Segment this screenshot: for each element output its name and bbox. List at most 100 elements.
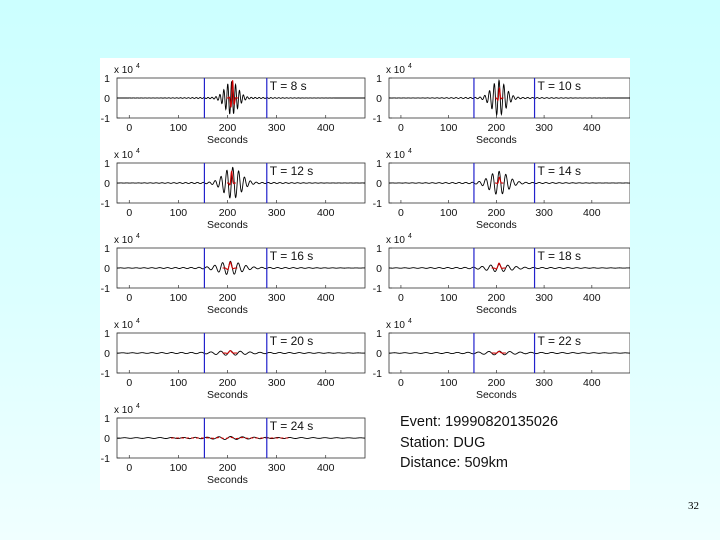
filtered-trace-line [226, 80, 239, 108]
x-axis-label: Seconds [476, 304, 517, 316]
y-scale-label: x 10 [386, 65, 405, 76]
subplot-title: T = 20 s [270, 334, 313, 348]
y-tick-label: 0 [376, 178, 382, 190]
trace-line [116, 436, 366, 440]
y-tick-label: -1 [373, 198, 382, 210]
title-background [535, 334, 594, 348]
subplot-title: T = 22 s [538, 334, 581, 348]
y-scale-label: x 10 [114, 150, 133, 161]
title-background [267, 249, 327, 263]
x-tick-label: 100 [170, 292, 188, 304]
x-tick-label: 100 [440, 122, 458, 134]
y-tick-label: -1 [101, 283, 110, 295]
x-tick-label: 400 [583, 292, 601, 304]
x-axis-label: Seconds [476, 134, 517, 146]
y-scale-label: x 10 [386, 235, 405, 246]
event-label: Event: 19990820135026 [400, 414, 559, 430]
y-scale-exponent: 4 [408, 233, 412, 240]
x-tick-label: 300 [268, 377, 286, 389]
x-tick-label: 400 [583, 377, 601, 389]
y-tick-label: 0 [104, 263, 110, 275]
x-tick-label: 0 [398, 377, 404, 389]
title-background [535, 164, 594, 178]
x-tick-label: 0 [398, 207, 404, 219]
x-tick-label: 400 [317, 377, 335, 389]
filtered-trace-line [222, 350, 238, 354]
x-tick-label: 100 [170, 122, 188, 134]
station-label: Station: DUG [400, 435, 486, 451]
x-axis-label: Seconds [476, 389, 517, 401]
y-scale-exponent: 4 [136, 233, 140, 240]
x-axis-label: Seconds [476, 219, 517, 231]
trace-line [116, 260, 366, 275]
filtered-trace-line [171, 436, 289, 440]
filtered-trace-line [227, 169, 236, 186]
title-background [267, 164, 327, 178]
x-tick-label: 400 [317, 462, 335, 474]
y-tick-label: -1 [373, 113, 382, 125]
y-scale-label: x 10 [386, 320, 405, 331]
x-tick-label: 300 [268, 462, 286, 474]
y-tick-label: 1 [376, 328, 382, 340]
subplot-title: T = 18 s [538, 249, 581, 263]
trace-line [388, 350, 630, 356]
x-tick-label: 0 [126, 377, 132, 389]
x-tick-label: 200 [488, 292, 506, 304]
x-tick-label: 200 [488, 122, 506, 134]
x-tick-label: 100 [170, 377, 188, 389]
x-tick-label: 0 [398, 122, 404, 134]
y-scale-label: x 10 [386, 150, 405, 161]
x-tick-label: 100 [440, 377, 458, 389]
x-tick-label: 400 [317, 292, 335, 304]
x-tick-label: 200 [219, 292, 237, 304]
x-tick-label: 400 [317, 122, 335, 134]
x-tick-label: 200 [219, 207, 237, 219]
title-background [267, 419, 327, 433]
trace-line [389, 170, 630, 195]
slide-number: 32 [688, 500, 699, 512]
subplot-title: T = 14 s [538, 164, 581, 178]
trace-line [388, 263, 630, 272]
x-tick-label: 100 [440, 292, 458, 304]
y-scale-exponent: 4 [136, 318, 140, 325]
y-scale-label: x 10 [114, 65, 133, 76]
y-scale-label: x 10 [114, 320, 133, 331]
x-tick-label: 0 [126, 207, 132, 219]
x-tick-label: 300 [268, 292, 286, 304]
y-scale-exponent: 4 [136, 403, 140, 410]
x-tick-label: 200 [219, 377, 237, 389]
x-tick-label: 300 [535, 207, 553, 219]
y-tick-label: 1 [104, 328, 110, 340]
y-tick-label: 0 [104, 93, 110, 105]
x-tick-label: 300 [535, 377, 553, 389]
y-scale-exponent: 4 [408, 63, 412, 70]
y-scale-label: x 10 [114, 235, 133, 246]
x-tick-label: 300 [535, 292, 553, 304]
subplot-title: T = 16 s [270, 249, 313, 263]
x-tick-label: 0 [126, 122, 132, 134]
x-tick-label: 200 [488, 207, 506, 219]
y-tick-label: 1 [104, 158, 110, 170]
y-tick-label: 0 [104, 348, 110, 360]
x-tick-label: 100 [440, 207, 458, 219]
x-tick-label: 400 [583, 207, 601, 219]
x-axis-label: Seconds [207, 389, 248, 401]
x-tick-label: 200 [219, 462, 237, 474]
filtered-trace-line [494, 176, 504, 185]
filtered-trace-line [491, 262, 506, 270]
y-tick-label: 1 [376, 73, 382, 85]
y-tick-label: 1 [104, 73, 110, 85]
subplot-title: T = 12 s [270, 164, 313, 178]
y-scale-exponent: 4 [408, 318, 412, 325]
x-tick-label: 100 [170, 207, 188, 219]
trace-line [116, 350, 366, 356]
filtered-trace-line [491, 350, 506, 354]
title-background [535, 249, 594, 263]
y-tick-label: -1 [373, 368, 382, 380]
